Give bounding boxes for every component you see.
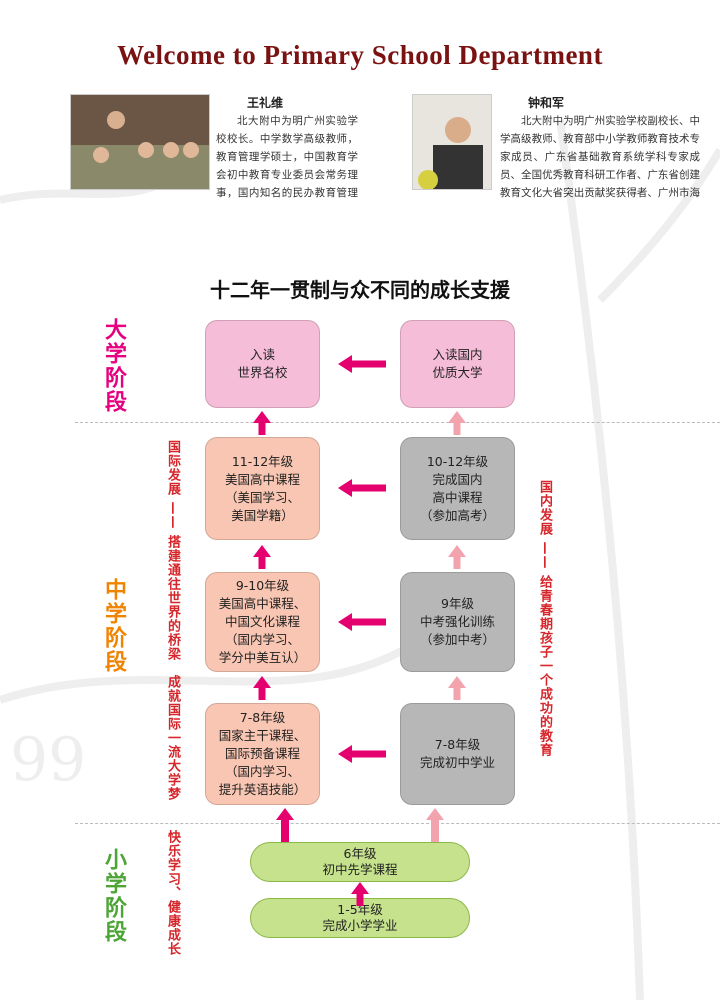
box-domestic-universities: 入读国内优质大学 [400,320,515,408]
page-title: Welcome to Primary School Department [117,40,603,70]
box-world-universities: 入读世界名校 [205,320,320,408]
side-text-primary: 快乐学习、健康成长 [165,830,180,956]
divider [75,823,720,824]
stage-middle: 中学阶段 [101,578,126,674]
person-name: 钟和军 [528,96,565,110]
stage-university: 大学阶段 [101,318,126,414]
section-subtitle: 十二年一贯制与众不同的成长支援 [210,278,510,302]
divider [75,422,720,423]
person-bio: 北大附中为明广州实验学校校长。中学数学高级教师，教育管理学硕士，中国教育学会初中… [216,115,358,199]
box-grade-7-8-domestic: 7-8年级完成初中学业 [400,703,515,805]
person-bio: 北大附中为明广州实验学校副校长、中学高级教师、教育部中小学教师教育技术专家成员、… [500,115,700,199]
vice-principal-photo [412,94,492,190]
principal-photo [70,94,210,190]
stage-primary: 小学阶段 [101,848,126,944]
box-grade-10-12-domestic: 10-12年级完成国内高中课程（参加高考） [400,437,515,540]
box-grade-11-12-intl: 11-12年级美国高中课程（美国学习、美国学籍） [205,437,320,540]
person-bio-continued [70,202,358,256]
box-grade-9-domestic: 9年级中考强化训练（参加中考） [400,572,515,672]
box-grade-7-8-intl: 7-8年级国家主干课程、国际预备课程（国内学习、提升英语技能） [205,703,320,805]
svg-text:99: 99 [10,725,86,795]
side-text-domestic: 国内发展 —— 给青春期孩子一个成功的教育 [537,480,552,758]
side-text-intl: 国际发展 —— 搭建通往世界的桥梁 成就国际一流大学梦 [165,440,180,802]
box-grade-6: 6年级初中先学课程 [250,842,470,882]
person-name: 王礼维 [247,96,284,110]
box-grade-9-10-intl: 9-10年级美国高中课程、中国文化课程（国内学习、学分中美互认） [205,572,320,672]
box-grade-1-5: 1-5年级完成小学学业 [250,898,470,938]
